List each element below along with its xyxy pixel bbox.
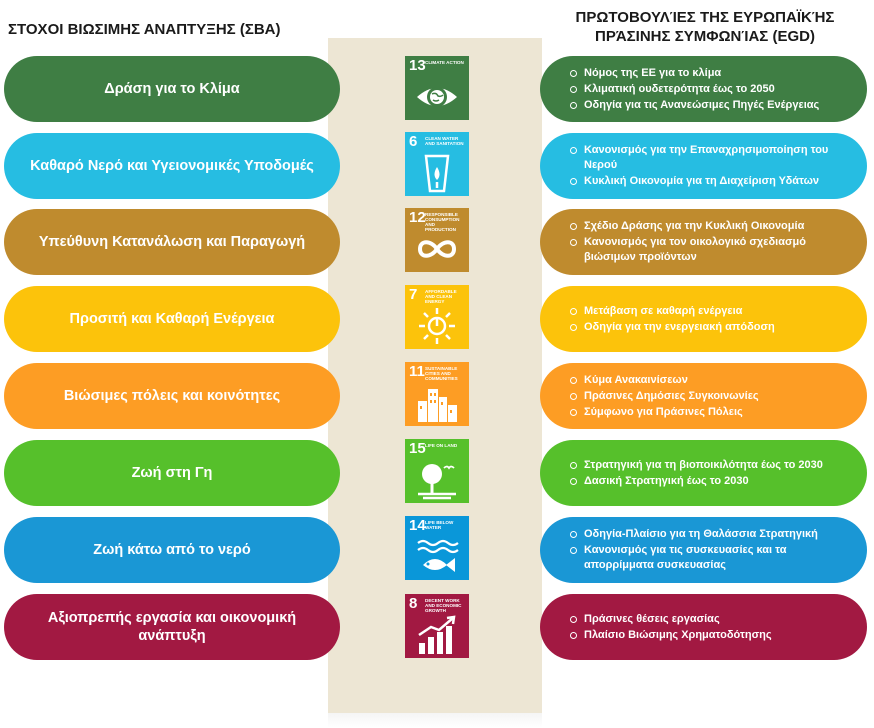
initiative-item: Πλαίσιο Βιώσιμης Χρηματοδότησης [570, 628, 845, 643]
initiative-item: Κλιματική ουδετερότητα έως το 2050 [570, 82, 845, 97]
goal-label: Προσιτή και Καθαρή Ενέργεια [69, 311, 275, 327]
initiatives-list: Οδηγία-Πλαίσιο για τη Θαλάσσια Στρατηγικ… [570, 526, 845, 574]
initiative-item: Δασική Στρατηγική έως το 2030 [570, 474, 845, 489]
goal-pill: Ζωή στη Γη [4, 440, 340, 506]
goal-label: Βιώσιμες πόλεις και κοινότητες [63, 388, 281, 404]
sdg-number: 13 [409, 57, 426, 74]
goal-label: Ζωή στη Γη [131, 465, 213, 481]
initiative-item: Κυκλική Οικονομία για τη Διαχείριση Υδάτ… [570, 174, 845, 189]
goal-pill: Καθαρό Νερό και Υγειονομικές Υποδομές [4, 133, 340, 199]
goal-pill: Αξιοπρεπής εργασία και οικονομική ανάπτυ… [4, 594, 340, 660]
initiative-item: Σχέδιο Δράσης για την Κυκλική Οικονομία [570, 219, 845, 234]
initiative-item: Στρατηγική για τη βιοποικιλότητα έως το … [570, 458, 845, 473]
sdg-title: CLIMATE ACTION [425, 60, 464, 65]
initiative-item: Νόμος της ΕΕ για το κλίμα [570, 66, 845, 81]
sdg-title: AFFORDABLE AND CLEAN ENERGY [425, 289, 457, 304]
right-column-header: ΠΡΩΤΟΒΟΥΛΊΕΣ ΤΗΣ ΕΥΡΩΠΑΪΚΉΣ ΠΡΆΣΙΝΗΣ ΣΥΜ… [545, 8, 865, 46]
sdg-number: 8 [409, 595, 418, 612]
initiatives-pill: Κανονισμός για την Επαναχρησιμοποίηση το… [540, 133, 867, 199]
initiatives-pill: Στρατηγική για τη βιοποικιλότητα έως το … [540, 440, 867, 506]
goal-pill: Βιώσιμες πόλεις και κοινότητες [4, 363, 340, 429]
right-header-line-2: ΠΡΆΣΙΝΗΣ ΣΥΜΦΩΝΊΑΣ (EGD) [595, 28, 815, 45]
initiatives-pill: Οδηγία-Πλαίσιο για τη Θαλάσσια Στρατηγικ… [540, 517, 867, 583]
initiative-item: Κανονισμός για τον οικολογικό σχεδιασμό … [570, 235, 845, 265]
goal-label: Δράση για το Κλίμα [104, 81, 240, 97]
goal-pill: Δράση για το Κλίμα [4, 56, 340, 122]
goal-label: Ζωή κάτω από το νερό [93, 542, 251, 558]
initiatives-list: Στρατηγική για τη βιοποικιλότητα έως το … [570, 457, 845, 490]
initiative-item: Πράσινες θέσεις εργασίας [570, 612, 845, 627]
goal-pill: Προσιτή και Καθαρή Ενέργεια [4, 286, 340, 352]
goal-label: Αξιοπρεπής εργασία και οικονομική ανάπτυ… [47, 610, 297, 644]
sdg-number: 6 [409, 133, 418, 150]
sdg-tile: 8 DECENT WORK AND ECONOMIC GROWTH [405, 594, 469, 658]
goal-pill: Υπεύθυνη Κατανάλωση και Παραγωγή [4, 209, 340, 275]
initiative-item: Μετάβαση σε καθαρή ενέργεια [570, 304, 845, 319]
sdg-number: 11 [409, 363, 425, 380]
initiative-item: Κανονισμός για την Επαναχρησιμοποίηση το… [570, 143, 845, 173]
sdg-tile: 6 CLEAN WATER AND SANITATION [405, 132, 469, 196]
initiative-item: Κανονισμός για τις συσκευασίες και τα απ… [570, 543, 845, 573]
sdg-number: 15 [409, 440, 426, 457]
sdg-number: 7 [409, 286, 418, 303]
sdg-title: CLEAN WATER AND SANITATION [425, 136, 464, 146]
initiatives-list: Κανονισμός για την Επαναχρησιμοποίηση το… [570, 142, 845, 190]
initiative-item: Σύμφωνο για Πράσινες Πόλεις [570, 405, 845, 420]
sdg-title: LIFE ON LAND [425, 443, 458, 448]
goal-label: Καθαρό Νερό και Υγειονομικές Υποδομές [30, 158, 314, 174]
sdg-title: DECENT WORK AND ECONOMIC GROWTH [425, 598, 462, 613]
sdg-title: RESPONSIBLE CONSUMPTION AND PRODUCTION [425, 212, 460, 232]
sdg-number: 12 [409, 209, 426, 226]
left-column-header: ΣΤΟΧΟΙ ΒΙΩΣΙΜΗΣ ΑΝΑΠΤΥΞΗΣ (ΣΒΑ) [8, 21, 281, 38]
right-header-line-1: ΠΡΩΤΟΒΟΥΛΊΕΣ ΤΗΣ ΕΥΡΩΠΑΪΚΉΣ [575, 9, 835, 26]
sdg-title: SUSTAINABLE CITIES AND COMMUNITIES [425, 366, 458, 381]
initiative-item: Οδηγία-Πλαίσιο για τη Θαλάσσια Στρατηγικ… [570, 527, 845, 542]
initiative-item: Πράσινες Δημόσιες Συγκοινωνίες [570, 389, 845, 404]
goal-label: Υπεύθυνη Κατανάλωση και Παραγωγή [38, 234, 306, 250]
sdg-tile: 7 AFFORDABLE AND CLEAN ENERGY [405, 285, 469, 349]
sdg-number: 14 [409, 517, 426, 534]
sdg-title: LIFE BELOW WATER [425, 520, 454, 530]
initiative-item: Οδηγία για την ενεργειακή απόδοση [570, 320, 845, 335]
goal-pill: Ζωή κάτω από το νερό [4, 517, 340, 583]
initiative-item: Κύμα Ανακαινίσεων [570, 373, 845, 388]
initiative-item: Οδηγία για τις Ανανεώσιμες Πηγές Ενέργει… [570, 98, 845, 113]
